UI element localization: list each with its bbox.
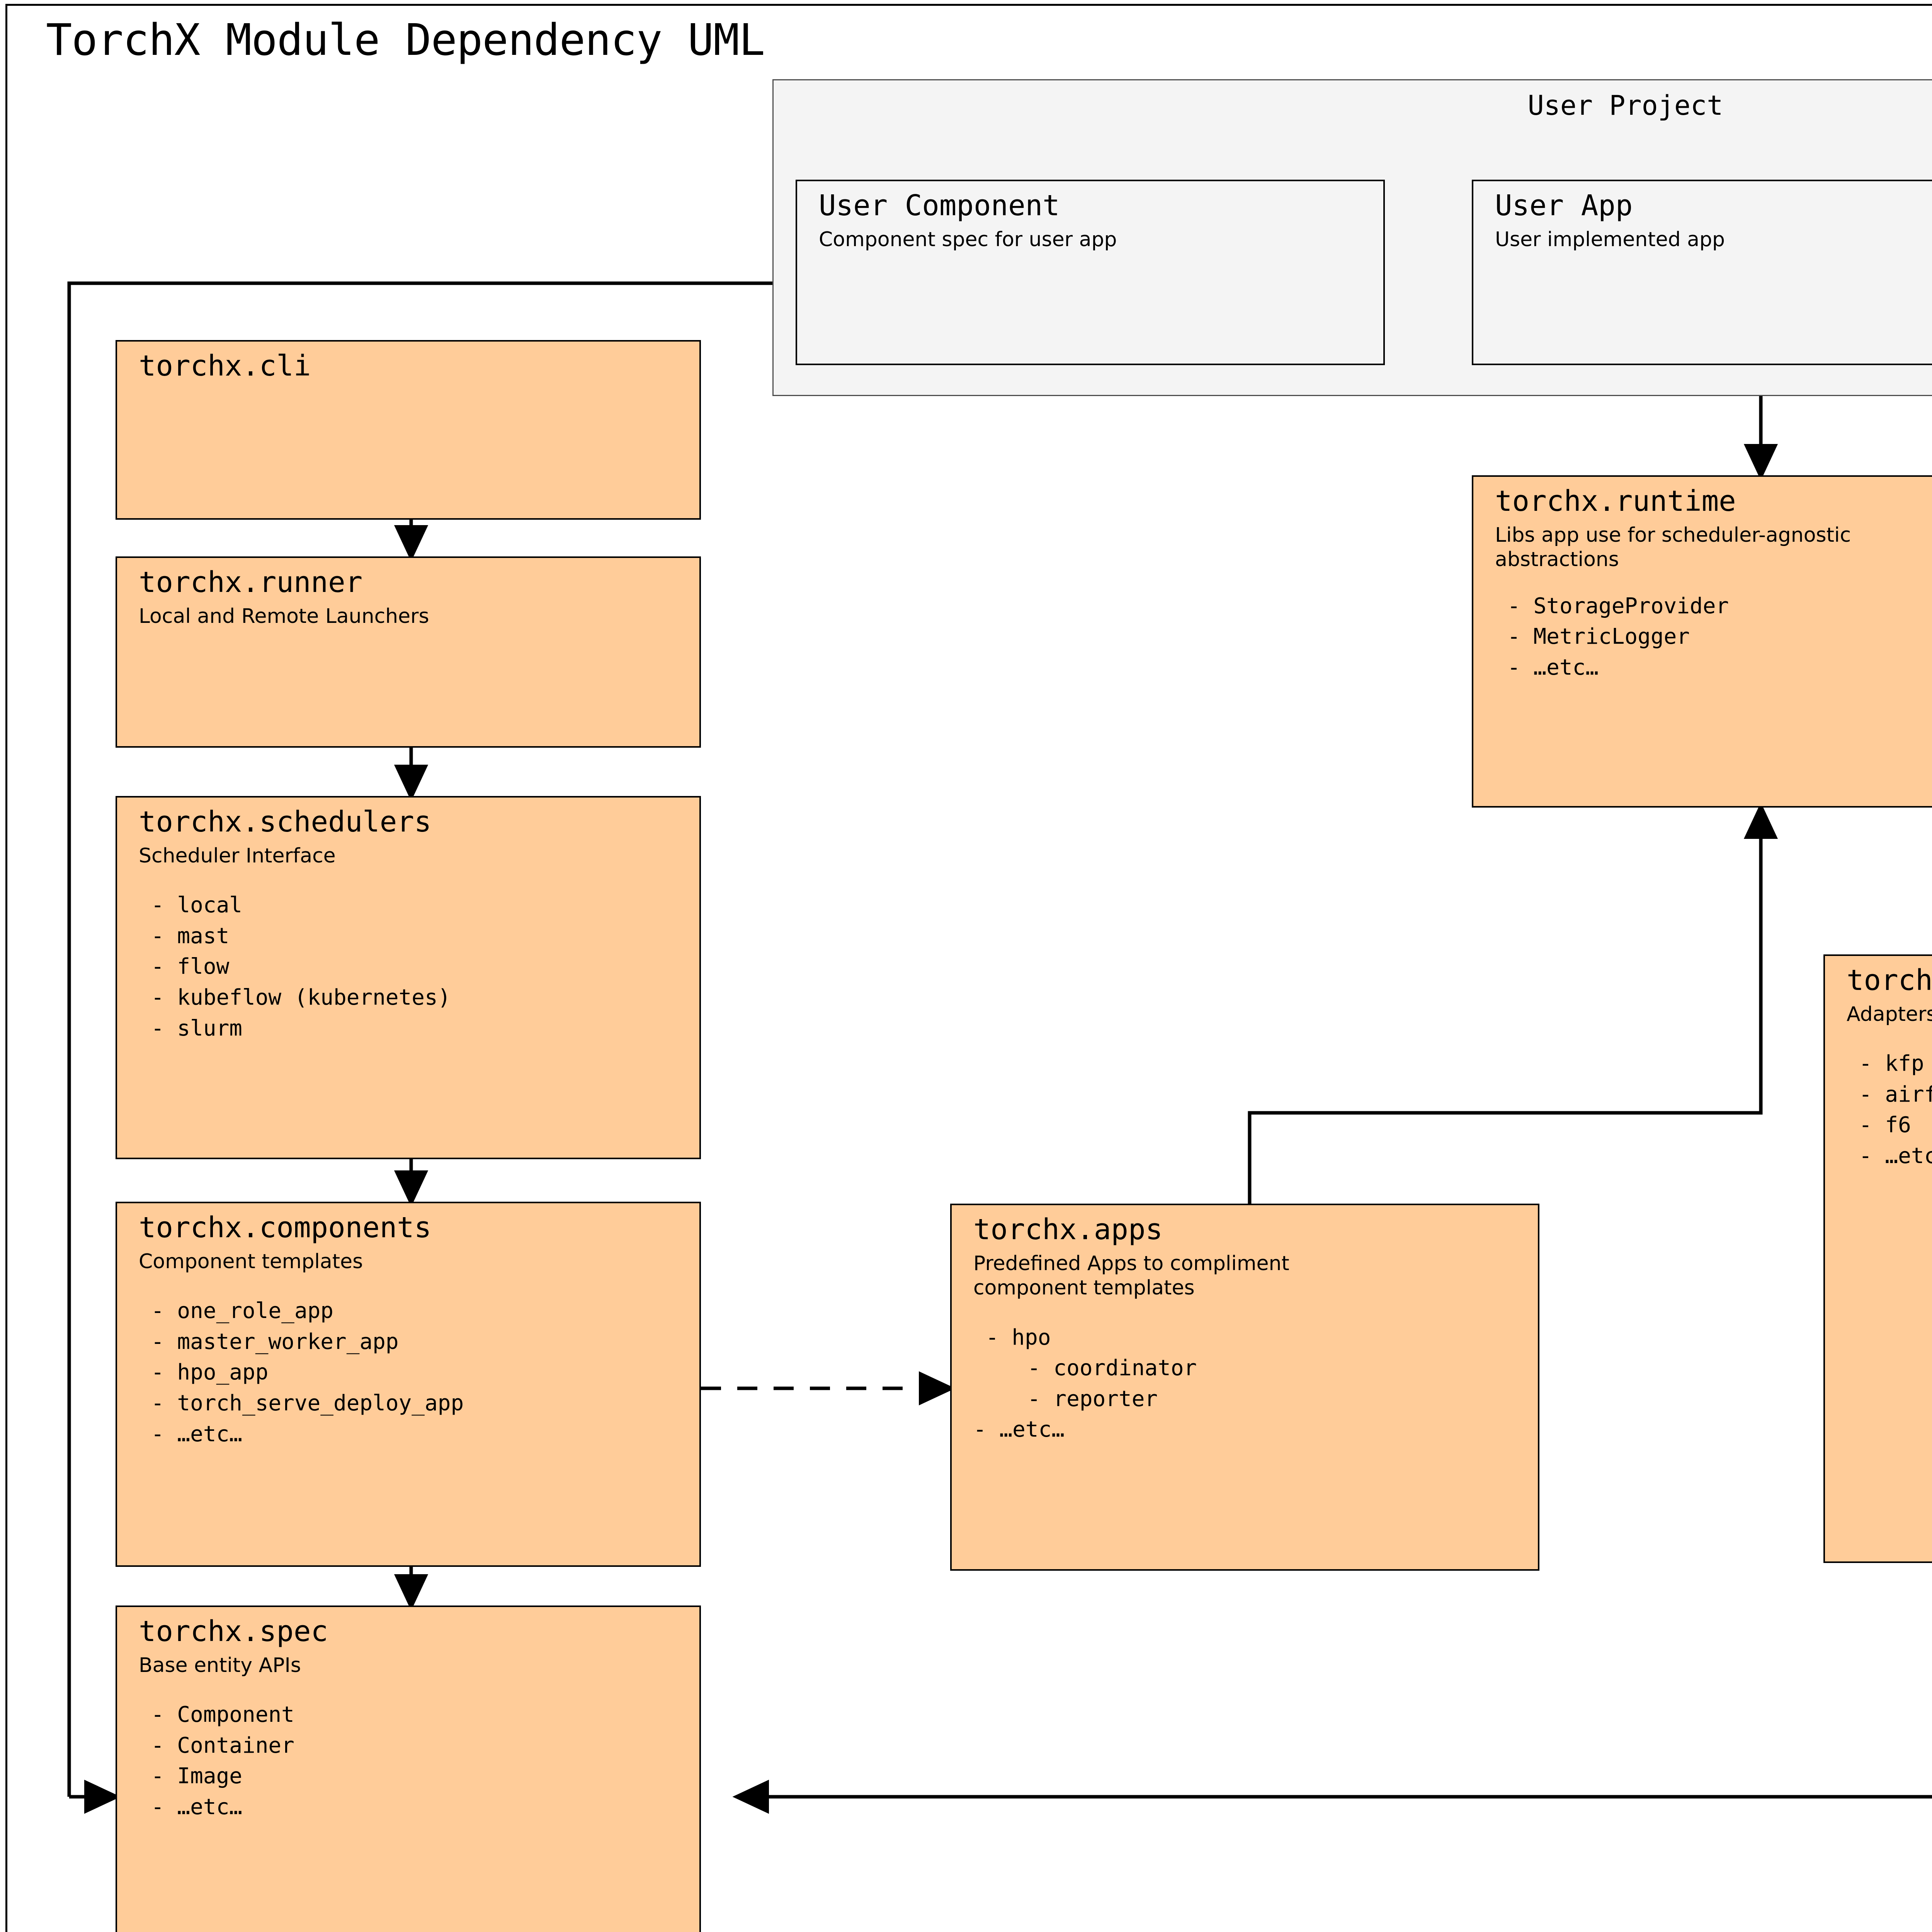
node-subtitle: Component spec for user app: [819, 228, 1117, 251]
list-item: - airflow: [1859, 1082, 1932, 1107]
node-subtitle: Base entity APIs: [139, 1654, 301, 1677]
list-item: - one_role_app: [151, 1298, 334, 1324]
list-item: - MetricLogger: [1507, 624, 1690, 650]
node-title: torchx.schedulers: [139, 805, 432, 838]
node-user-component[interactable]: User Component Component spec for user a…: [796, 180, 1385, 365]
list-item: - mast: [151, 923, 230, 949]
node-title: torchx.apps: [973, 1213, 1163, 1246]
page-title: TorchX Module Dependency UML: [46, 15, 765, 65]
list-item: - …etc…: [1859, 1143, 1932, 1168]
list-item: - torch_serve_deploy_app: [151, 1390, 464, 1416]
diagram-page-frame: TorchX Module Dependency UML: [5, 4, 1932, 1932]
node-torchx-apps[interactable]: torchx.apps Predefined Apps to complimen…: [950, 1204, 1539, 1571]
node-item-list: - Component - Container - Image - …etc…: [139, 1699, 699, 1822]
node-title: User Component: [819, 189, 1060, 222]
list-item: - slurm: [151, 1015, 243, 1041]
node-user-app[interactable]: User App User implemented app: [1472, 180, 1932, 365]
node-item-list: - one_role_app - master_worker_app - hpo…: [139, 1296, 699, 1449]
list-item: - Container: [151, 1733, 294, 1758]
node-torchx-runtime[interactable]: torchx.runtime Libs app use for schedule…: [1472, 475, 1932, 808]
node-torchx-spec[interactable]: torchx.spec Base entity APIs - Component…: [116, 1605, 701, 1932]
list-item: - …etc…: [151, 1421, 243, 1447]
list-item: - …etc…: [973, 1417, 1065, 1442]
node-torchx-runner[interactable]: torchx.runner Local and Remote Launchers: [116, 556, 701, 748]
node-torchx-cli[interactable]: torchx.cli: [116, 340, 701, 520]
list-item: - Component: [151, 1702, 294, 1728]
node-title: torchx.components: [139, 1211, 432, 1244]
list-item: - kubeflow (kubernetes): [151, 985, 451, 1010]
node-title: User App: [1495, 189, 1633, 222]
list-item: - Image: [151, 1764, 243, 1789]
node-title: torchx.runner: [139, 566, 363, 599]
list-item: - flow: [151, 954, 230, 980]
list-item: - local: [151, 893, 243, 918]
node-subtitle: Local and Remote Launchers: [139, 605, 429, 628]
edge-apps-to-runtime: [1248, 802, 1778, 1204]
node-torchx-schedulers[interactable]: torchx.schedulers Scheduler Interface - …: [116, 796, 701, 1159]
node-subtitle: Predefined Apps to compliment component …: [973, 1252, 1289, 1300]
node-subtitle: Libs app use for scheduler-agnostic abst…: [1495, 524, 1851, 571]
node-torchx-pipelines[interactable]: torchx.pipelines Adapters to Pipeline Pl…: [1823, 954, 1932, 1563]
node-title: torchx.pipelines: [1847, 964, 1932, 997]
list-item: - StorageProvider: [1507, 593, 1729, 619]
node-title: torchx.runtime: [1495, 485, 1736, 518]
node-subtitle: Component templates: [139, 1250, 363, 1273]
node-title: torchx.spec: [139, 1615, 328, 1648]
list-item: - reporter: [1027, 1386, 1158, 1412]
list-item: - …etc…: [1507, 655, 1599, 680]
node-torchx-components[interactable]: torchx.components Component templates - …: [116, 1202, 701, 1567]
list-item: - …etc…: [151, 1794, 243, 1820]
list-item: - f6: [1859, 1112, 1911, 1138]
list-item: - hpo: [986, 1325, 1051, 1350]
user-project-title: User Project: [1527, 90, 1723, 121]
node-item-list: - kfp - airflow - f6 - …etc…: [1847, 1048, 1932, 1171]
node-subtitle: Adapters to Pipeline Platforms: [1847, 1003, 1932, 1026]
node-item-list: - StorageProvider - MetricLogger - …etc…: [1495, 591, 1932, 683]
list-item: - hpo_app: [151, 1360, 269, 1385]
list-item: - coordinator: [1027, 1355, 1197, 1381]
node-item-list: - local - mast - flow - kubeflow (kubern…: [139, 890, 699, 1044]
node-subtitle: Scheduler Interface: [139, 844, 336, 867]
list-item: - master_worker_app: [151, 1329, 399, 1354]
edge-pipelines-to-spec: [732, 1779, 1932, 1814]
node-title: torchx.cli: [139, 349, 311, 383]
node-subtitle: User implemented app: [1495, 228, 1725, 251]
list-item: - kfp: [1859, 1051, 1924, 1077]
node-item-list: - hpo - coordinator - reporter - …etc…: [973, 1322, 1538, 1445]
